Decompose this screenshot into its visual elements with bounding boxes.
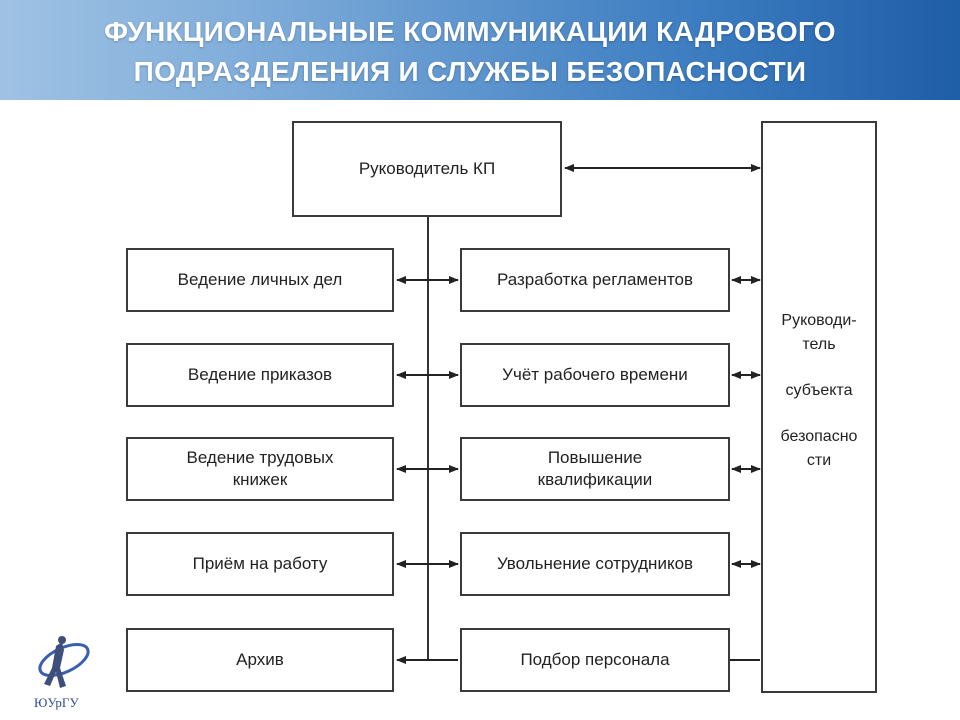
left-box-3-line-2: книжек <box>232 470 288 489</box>
middle-box-2-line-1: Учёт рабочего времени <box>502 365 688 384</box>
head-box: Руководитель КП <box>292 121 562 217</box>
middle-box-4: Увольнение сотрудников <box>460 532 730 596</box>
left-box-2: Ведение приказов <box>126 343 394 407</box>
middle-box-1-line-1: Разработка регламентов <box>496 270 694 289</box>
left-box-1: Ведение личных дел <box>126 248 394 312</box>
security-head-line-5: сти <box>806 452 832 469</box>
left-box-5: Архив <box>126 628 394 692</box>
title-banner: ФУНКЦИОНАЛЬНЫЕ КОММУНИКАЦИИ КАДРОВОГО ПО… <box>0 0 960 100</box>
middle-box-5: Подбор персонала <box>460 628 730 692</box>
head-box-label: Руководитель КП <box>358 159 496 178</box>
left-box-3-line-1: Ведение трудовых <box>186 448 334 467</box>
left-box-4-line-1: Приём на работу <box>192 554 328 573</box>
title-line-2: ПОДРАЗДЕЛЕНИЯ И СЛУЖБЫ БЕЗОПАСНОСТИ <box>133 56 807 87</box>
university-logo-icon <box>38 636 90 688</box>
middle-box-1: Разработка регламентов <box>460 248 730 312</box>
left-box-5-line-1: Архив <box>236 650 284 669</box>
left-box-2-line-1: Ведение приказов <box>187 365 333 384</box>
security-head-line-4: безопасно <box>780 428 858 445</box>
security-head-box: Руководи- тель субъекта безопасно сти <box>761 121 877 693</box>
middle-box-5-line-1: Подбор персонала <box>520 650 670 669</box>
middle-box-3: Повышение квалификации <box>460 437 730 501</box>
left-box-1-line-1: Ведение личных дел <box>177 270 343 289</box>
security-head-line-1: Руководи- <box>781 312 857 329</box>
middle-box-2: Учёт рабочего времени <box>460 343 730 407</box>
title-line-1: ФУНКЦИОНАЛЬНЫЕ КОММУНИКАЦИИ КАДРОВОГО <box>104 16 836 47</box>
middle-box-3-line-2: квалификации <box>537 470 653 489</box>
middle-box-4-line-1: Увольнение сотрудников <box>496 554 694 573</box>
left-box-3: Ведение трудовых книжек <box>126 437 394 501</box>
security-head-line-2: тель <box>802 336 836 353</box>
middle-box-3-line-1: Повышение <box>547 448 643 467</box>
security-head-line-3: субъекта <box>785 382 853 399</box>
logo-text: ЮУрГУ <box>34 695 79 710</box>
slide-title: ФУНКЦИОНАЛЬНЫЕ КОММУНИКАЦИИ КАДРОВОГО ПО… <box>20 12 920 92</box>
left-box-4: Приём на работу <box>126 532 394 596</box>
